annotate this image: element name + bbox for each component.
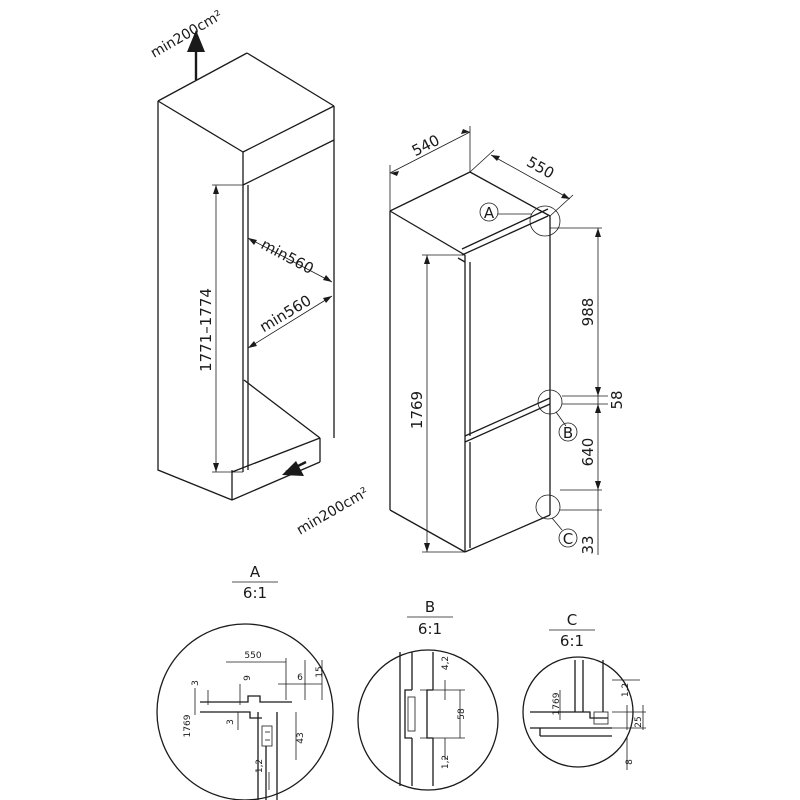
niche-width-upper-label: min560 bbox=[258, 235, 317, 278]
callout-c: C bbox=[535, 494, 578, 548]
bottom-gap-label: 33 bbox=[579, 535, 597, 554]
detail-b-58: 58 bbox=[457, 708, 467, 720]
detail-b-1-2: 1,2 bbox=[441, 755, 451, 769]
detail-b-title: B 6:1 bbox=[407, 598, 453, 638]
niche-width-lower-dimension: min560 bbox=[247, 291, 333, 349]
callout-b-letter: B bbox=[563, 424, 573, 442]
detail-a: 550 6 15 9 3 1769 3 43 1,2 bbox=[156, 623, 334, 800]
detail-b: 4,2 58 1,2 bbox=[357, 649, 499, 791]
detail-a-1-2: 1,2 bbox=[255, 759, 265, 773]
niche-width-upper-dimension: min560 bbox=[247, 235, 333, 283]
detail-a-1769: 1769 bbox=[183, 714, 193, 737]
detail-a-9: 9 bbox=[243, 675, 253, 681]
detail-a-6: 6 bbox=[297, 673, 303, 683]
detail-b-4-2: 4,2 bbox=[441, 656, 451, 670]
vent-bottom-arrow-icon bbox=[282, 460, 307, 476]
niche-height-dimension: 1771–1774 bbox=[197, 184, 243, 473]
svg-text:6:1: 6:1 bbox=[560, 632, 584, 650]
svg-text:C: C bbox=[567, 611, 577, 629]
niche-width-lower-label: min560 bbox=[256, 291, 314, 336]
lower-door-label: 640 bbox=[579, 438, 597, 467]
niche-height-label: 1771–1774 bbox=[197, 288, 215, 372]
callout-a-letter: A bbox=[484, 204, 495, 222]
vent-bottom-label: min200cm² bbox=[294, 485, 371, 539]
detail-a-3-bottom: 3 bbox=[226, 719, 236, 725]
detail-a-15: 15 bbox=[315, 666, 325, 677]
gap-label: 58 bbox=[608, 390, 626, 409]
detail-c-8: 8 bbox=[625, 759, 635, 765]
detail-a-550: 550 bbox=[244, 651, 261, 661]
detail-a-3-top: 3 bbox=[191, 680, 201, 686]
svg-text:B: B bbox=[425, 598, 435, 616]
appliance-width-dimension: 540 bbox=[389, 126, 471, 211]
detail-c-25: 25 bbox=[634, 716, 644, 727]
svg-text:A: A bbox=[250, 563, 261, 581]
appliance-width-label: 540 bbox=[409, 131, 443, 160]
upper-door-label: 988 bbox=[579, 298, 597, 327]
appliance-depth-label: 550 bbox=[524, 153, 558, 183]
callout-b: B bbox=[537, 389, 578, 442]
detail-a-title: A 6:1 bbox=[232, 563, 278, 602]
appliance-height-dimension: 1769 bbox=[408, 254, 465, 553]
detail-c-1-2: 1,2 bbox=[621, 683, 631, 697]
svg-text:6:1: 6:1 bbox=[243, 584, 267, 602]
callout-a: A bbox=[479, 202, 561, 237]
vent-top-arrow-icon bbox=[187, 30, 205, 80]
niche-outline bbox=[157, 52, 335, 501]
appliance-height-label: 1769 bbox=[408, 391, 426, 429]
svg-text:6:1: 6:1 bbox=[418, 620, 442, 638]
detail-c: 1,2 1769 25 8 bbox=[522, 656, 646, 770]
detail-c-1769: 1769 bbox=[552, 692, 562, 715]
callout-c-letter: C bbox=[563, 530, 573, 548]
appliance-door-dimensions: 988 58 640 33 bbox=[550, 227, 626, 555]
detail-a-43: 43 bbox=[296, 732, 306, 743]
vent-top-label: min200cm² bbox=[148, 8, 225, 62]
appliance-outline bbox=[389, 171, 551, 553]
detail-c-title: C 6:1 bbox=[549, 611, 595, 650]
